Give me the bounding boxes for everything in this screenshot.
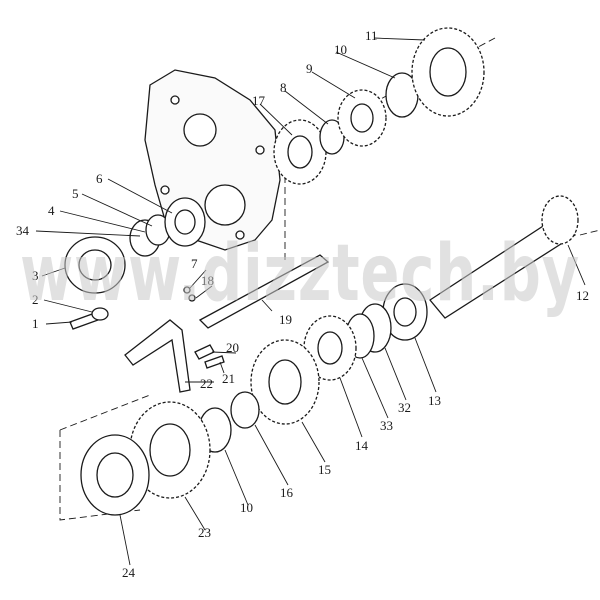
- leader-lines: [35, 37, 586, 566]
- callout-32: 32: [398, 400, 411, 415]
- callout-14: 14: [355, 438, 369, 453]
- callout-34: 34: [16, 223, 30, 238]
- callout-2: 2: [32, 292, 39, 307]
- shift-fork-22: [124, 319, 191, 393]
- callout-18: 18: [201, 273, 214, 288]
- callout-10: 10: [334, 42, 347, 57]
- callout-19: 19: [279, 312, 292, 327]
- callout-labels: 1 2 3 4 5 6 7 8 9 10 11 12 13 14 15 16 1…: [16, 28, 589, 580]
- callout-24: 24: [122, 565, 136, 580]
- parts: [64, 27, 579, 516]
- callout-15: 15: [318, 462, 331, 477]
- callout-9: 9: [306, 61, 313, 76]
- callout-12: 12: [576, 288, 589, 303]
- callout-7: 7: [191, 256, 198, 271]
- callout-13: 13: [428, 393, 441, 408]
- screw-21: [204, 355, 225, 369]
- callout-3: 3: [32, 268, 39, 283]
- nut-2: [91, 307, 109, 321]
- callout-23: 23: [198, 525, 211, 540]
- callout-6: 6: [96, 171, 103, 186]
- callout-20: 20: [226, 340, 239, 355]
- callout-16: 16: [280, 485, 294, 500]
- callout-11: 11: [365, 28, 378, 43]
- pin-18: [188, 294, 196, 302]
- main-shaft-12: [429, 214, 576, 319]
- sleeve-16: [230, 391, 260, 429]
- callout-1: 1: [32, 316, 39, 331]
- watermark: www.dizztech.by: [20, 229, 580, 319]
- callout-8: 8: [280, 80, 287, 95]
- callout-33: 33: [380, 418, 393, 433]
- callout-5: 5: [72, 186, 79, 201]
- callout-17: 17: [252, 93, 266, 108]
- callout-21: 21: [222, 371, 235, 386]
- callout-22: 22: [200, 376, 213, 391]
- shaft-19: [198, 254, 330, 329]
- detent-20: [194, 344, 215, 360]
- spring-17: [183, 286, 191, 294]
- callout-10b: 10: [240, 500, 253, 515]
- callout-4: 4: [48, 203, 55, 218]
